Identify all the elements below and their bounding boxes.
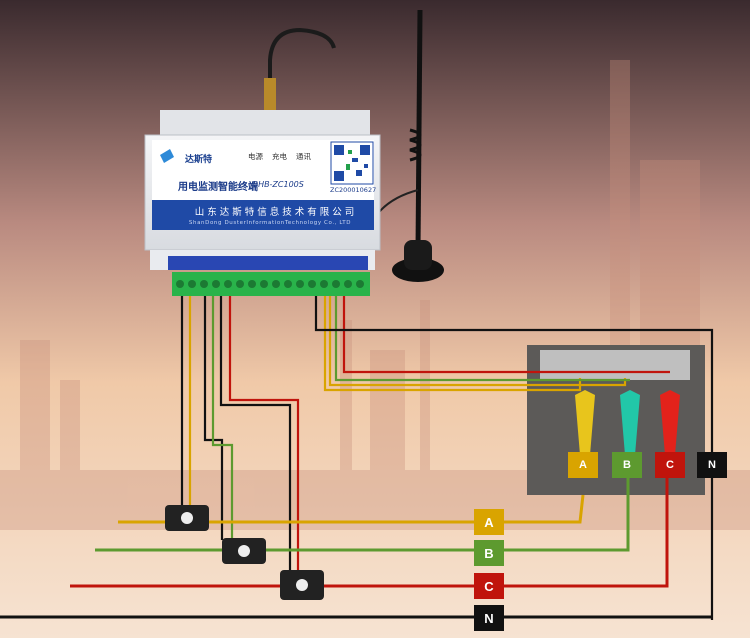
model-number: DHB-ZC100S [252, 180, 304, 189]
current-transformer-a [165, 505, 209, 531]
bus-label-a: A [474, 509, 504, 535]
model-name: 用电监测智能终端 [178, 182, 258, 193]
indicator-comm: 通讯 [296, 152, 311, 161]
serial-number: ZC200010627 [330, 186, 377, 194]
bus-label-b: B [474, 540, 504, 566]
antenna-rod [264, 27, 336, 112]
wiring [0, 296, 714, 620]
indicator-power: 电源 [248, 152, 263, 161]
panel-label-b: B [612, 452, 642, 478]
brand-logo-icon [160, 149, 174, 163]
panel-label-a: A [568, 452, 598, 478]
qr-code [330, 141, 374, 185]
device-body [144, 110, 381, 296]
company-name-en: ShanDong DusterInformationTechnology Co.… [188, 220, 352, 226]
bus-label-c: C [474, 573, 504, 599]
bus-label-n: N [474, 605, 504, 631]
current-transformer-c [280, 570, 324, 600]
current-transformer-b [222, 538, 266, 564]
panel-label-n: N [697, 452, 727, 478]
panel-label-c: C [655, 452, 685, 478]
brand-name: 达斯特 [185, 154, 213, 164]
company-name: 山东达斯特信息技术有限公司 [194, 207, 358, 218]
indicator-charge: 充电 [272, 152, 287, 161]
